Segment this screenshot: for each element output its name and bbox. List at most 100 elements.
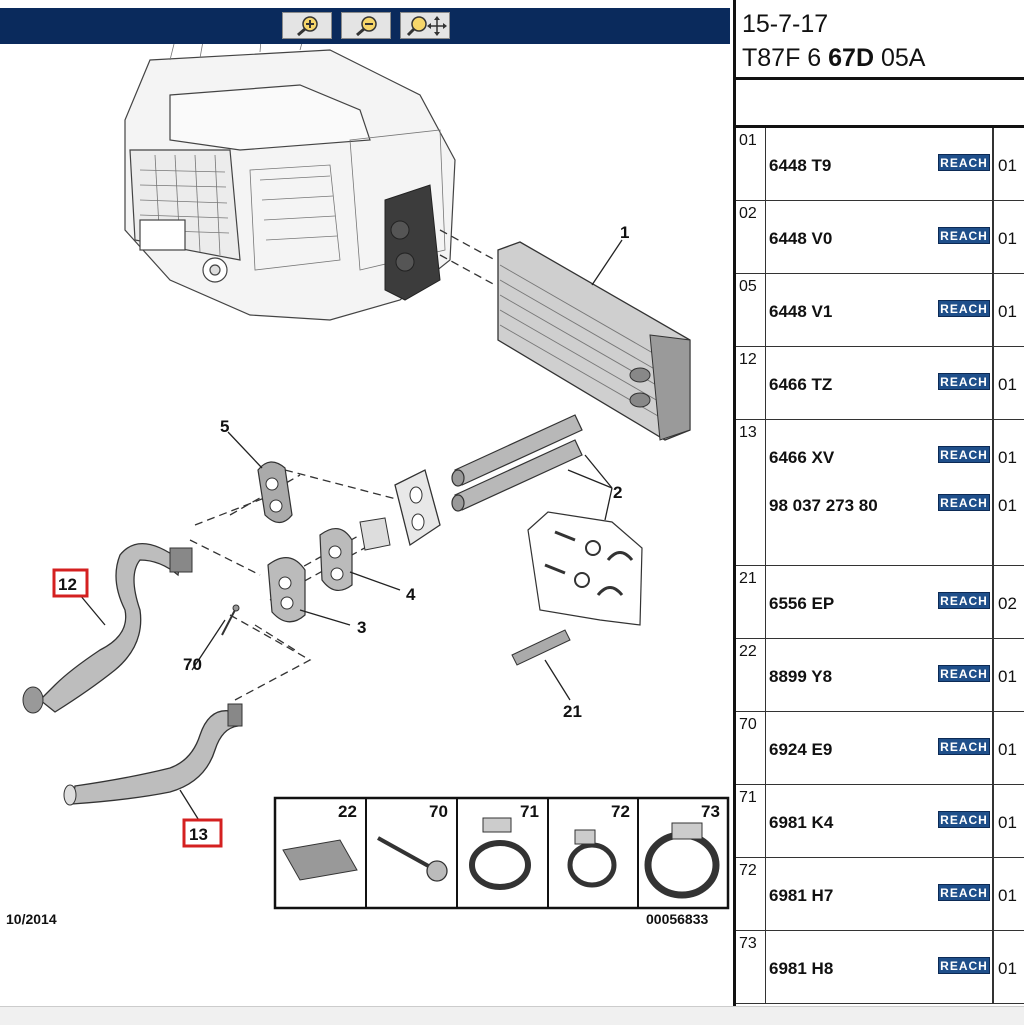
callout-4: 4 bbox=[406, 585, 416, 604]
parts-row[interactable]: 73 6981 H8 REACH 01 bbox=[736, 931, 1024, 1004]
column-divider bbox=[765, 420, 766, 565]
part-quantity: 02 bbox=[998, 594, 1017, 613]
parts-row[interactable]: 21 6556 EP REACH 02 bbox=[736, 566, 1024, 639]
reach-badge[interactable]: REACH bbox=[938, 738, 990, 755]
catalog-code-suffix: 05A bbox=[880, 44, 926, 72]
part-ref-number: 71 bbox=[739, 789, 757, 806]
part-quantity: 01 bbox=[998, 667, 1017, 686]
zoom-in-button[interactable] bbox=[282, 12, 332, 39]
part-quantity: 01 bbox=[998, 959, 1017, 978]
header-divider bbox=[736, 77, 1024, 80]
part-number-link[interactable]: 6448 V0 bbox=[769, 229, 833, 248]
column-divider bbox=[992, 420, 994, 565]
parts-row[interactable]: 05 6448 V1 REACH 01 bbox=[736, 274, 1024, 347]
reach-badge[interactable]: REACH bbox=[938, 592, 990, 609]
column-divider bbox=[992, 347, 994, 419]
leader-lines bbox=[79, 239, 623, 823]
part-number-link[interactable]: 6466 TZ bbox=[769, 375, 833, 394]
reach-badge[interactable]: REACH bbox=[938, 665, 990, 682]
part-ref-number: 05 bbox=[739, 278, 757, 295]
part-ref-number: 13 bbox=[739, 424, 757, 441]
column-divider bbox=[992, 712, 994, 784]
parts-row[interactable]: 71 6981 K4 REACH 01 bbox=[736, 785, 1024, 858]
exploded-parts-diagram: 1 2 3 4 5 21 70 12 13 22 70 71 72 73 bbox=[6, 44, 730, 927]
part-number-link[interactable]: 6448 T9 bbox=[769, 156, 832, 175]
reach-badge[interactable]: REACH bbox=[938, 446, 990, 463]
zoom-pan-button[interactable] bbox=[400, 12, 450, 39]
foam-strip-21-illustration bbox=[511, 629, 571, 666]
part-number-link[interactable]: 6981 K4 bbox=[769, 813, 834, 832]
column-divider bbox=[765, 639, 766, 711]
callout-70: 70 bbox=[183, 655, 202, 674]
column-divider bbox=[992, 128, 994, 200]
foam-pad-22 bbox=[282, 839, 358, 881]
part-quantity: 01 bbox=[998, 813, 1017, 832]
legend-label-72: 72 bbox=[611, 802, 630, 821]
gasket-3-illustration bbox=[267, 557, 306, 623]
hvac-housing-illustration bbox=[124, 44, 456, 321]
reach-badge[interactable]: REACH bbox=[938, 373, 990, 390]
parts-row[interactable]: 02 6448 V0 REACH 01 bbox=[736, 201, 1024, 274]
valve-block-illustration bbox=[384, 184, 441, 301]
callout-12-highlight[interactable] bbox=[52, 568, 89, 598]
column-divider bbox=[992, 566, 994, 638]
column-divider bbox=[765, 566, 766, 638]
part-ref-number: 02 bbox=[739, 205, 757, 222]
part-number-link[interactable]: 8899 Y8 bbox=[769, 667, 833, 686]
column-divider bbox=[992, 785, 994, 857]
part-number-link[interactable]: 6981 H7 bbox=[769, 886, 834, 905]
part-quantity: 01 bbox=[998, 302, 1017, 321]
part-ref-number: 01 bbox=[739, 132, 757, 149]
reach-badge[interactable]: REACH bbox=[938, 227, 990, 244]
part-quantity: 01 bbox=[998, 229, 1017, 248]
callout-12: 12 bbox=[58, 575, 77, 594]
heater-pipes-illustration bbox=[451, 414, 583, 512]
column-divider bbox=[992, 858, 994, 930]
part-quantity: 01 bbox=[998, 496, 1017, 515]
column-divider bbox=[765, 201, 766, 273]
part-number-link[interactable]: 6556 EP bbox=[769, 594, 835, 613]
legend-label-70: 70 bbox=[429, 802, 448, 821]
part-number-link[interactable]: 6924 E9 bbox=[769, 740, 833, 759]
part-number-link[interactable]: 6981 H8 bbox=[769, 959, 834, 978]
callout-21: 21 bbox=[563, 702, 582, 721]
reach-badge[interactable]: REACH bbox=[938, 884, 990, 901]
catalog-code: T87F 6 67D 05A bbox=[742, 44, 925, 73]
part-number-link[interactable]: 6448 V1 bbox=[769, 302, 833, 321]
callout-13: 13 bbox=[189, 825, 208, 844]
parts-row[interactable]: 01 6448 T9 REACH 01 bbox=[736, 128, 1024, 201]
part-ref-number: 21 bbox=[739, 570, 757, 587]
reach-badge[interactable]: REACH bbox=[938, 957, 990, 974]
seal-5-illustration bbox=[257, 461, 293, 524]
window-bottom-bar bbox=[0, 1006, 1024, 1025]
catalog-code-bold: 67D bbox=[828, 44, 875, 72]
legend-label-22: 22 bbox=[338, 802, 357, 821]
part-number-link[interactable]: 98 037 273 80 bbox=[769, 496, 878, 515]
part-ref-number: 70 bbox=[739, 716, 757, 733]
part-number-link[interactable]: 6466 XV bbox=[769, 448, 835, 467]
repair-kit-illustration bbox=[527, 511, 643, 626]
legend-label-73: 73 bbox=[701, 802, 720, 821]
column-divider bbox=[765, 128, 766, 200]
callout-13-highlight[interactable] bbox=[182, 818, 223, 848]
column-divider bbox=[765, 274, 766, 346]
legend-label-71: 71 bbox=[520, 802, 539, 821]
reach-badge[interactable]: REACH bbox=[938, 811, 990, 828]
clamp-71-legend bbox=[469, 817, 531, 890]
diagram-panel: 1 2 3 4 5 21 70 12 13 22 70 71 72 73 bbox=[0, 8, 730, 927]
column-divider bbox=[765, 931, 766, 1003]
zoom-out-button[interactable] bbox=[341, 12, 391, 39]
reach-badge[interactable]: REACH bbox=[938, 300, 990, 317]
callout-1: 1 bbox=[620, 223, 629, 242]
reach-badge[interactable]: REACH bbox=[938, 154, 990, 171]
part-ref-number: 72 bbox=[739, 862, 757, 879]
part-ref-number: 73 bbox=[739, 935, 757, 952]
part-quantity: 01 bbox=[998, 156, 1017, 175]
reach-badge[interactable]: REACH bbox=[938, 494, 990, 511]
part-quantity: 01 bbox=[998, 375, 1017, 394]
